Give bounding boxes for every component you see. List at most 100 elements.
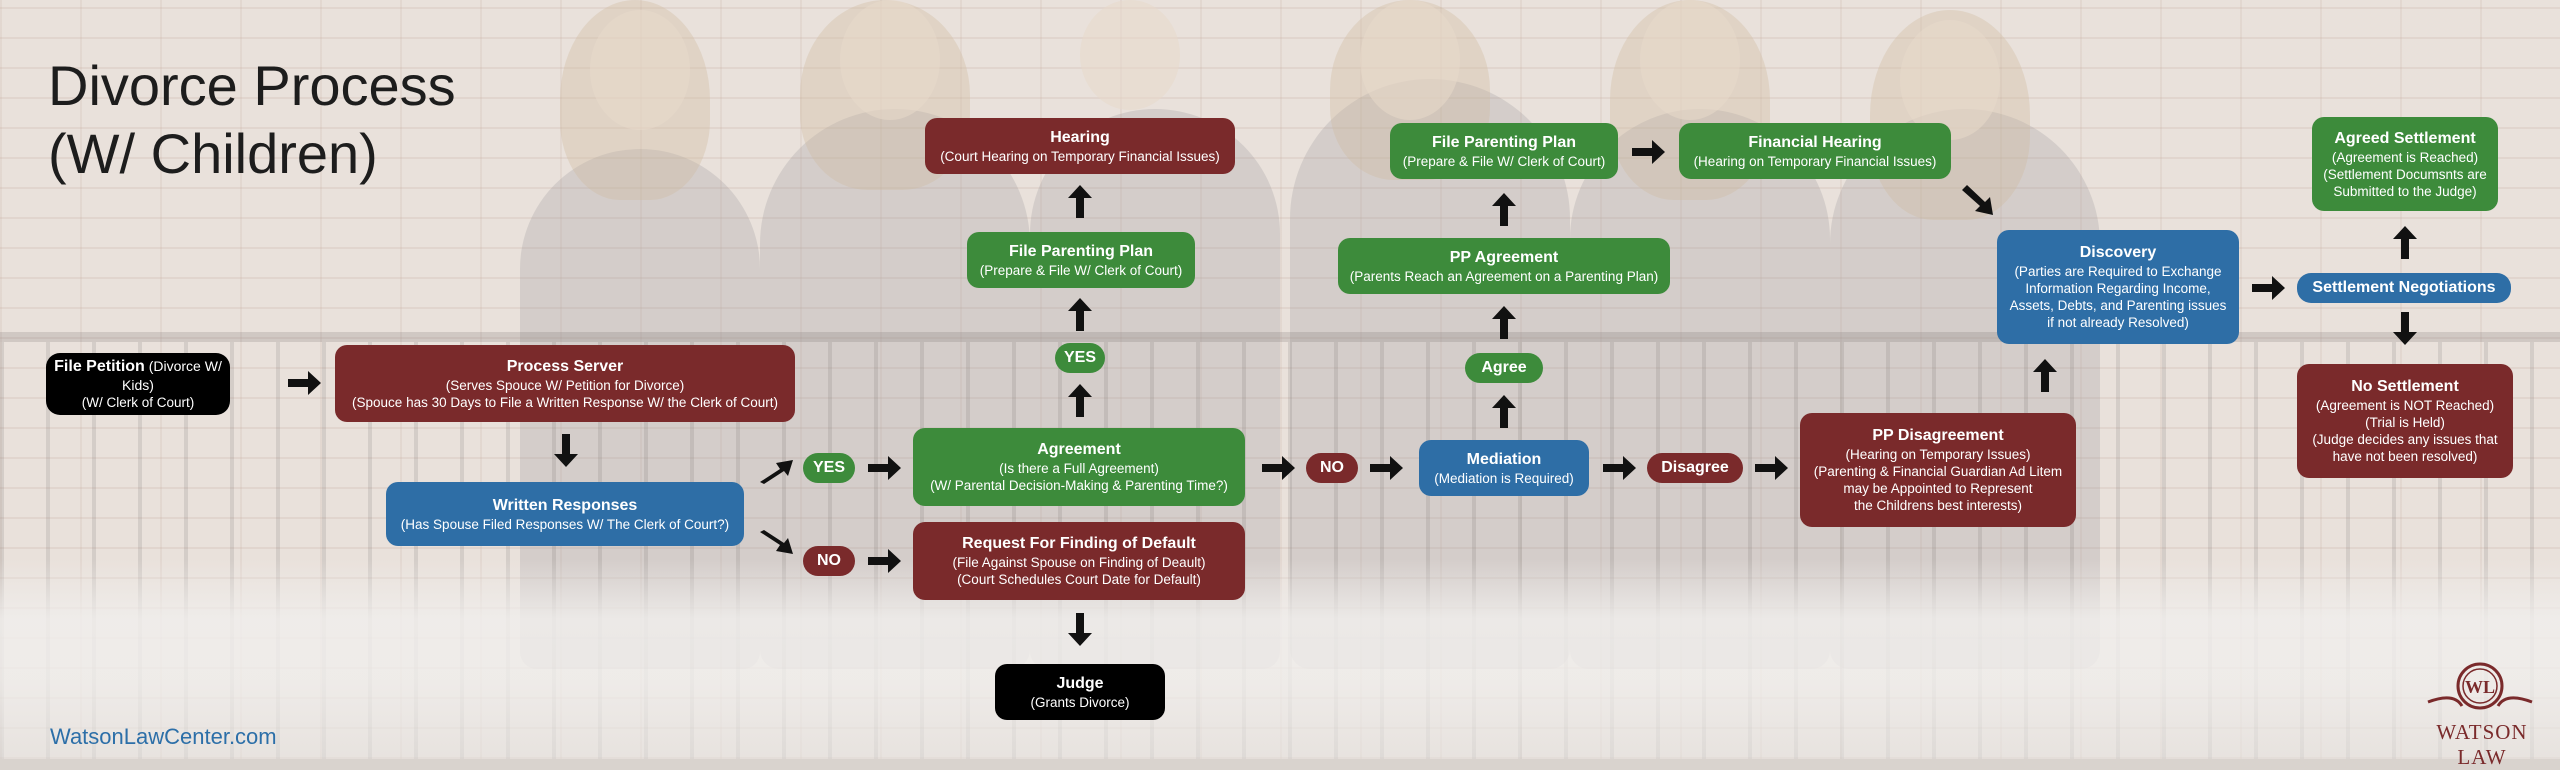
logo-wordmark: WATSON LAW — [2436, 720, 2528, 769]
financial-hearing-line: (Hearing on Temporary Financial Issues) — [1693, 153, 1937, 169]
arrow-down-right-icon — [1960, 184, 1996, 218]
financial-hearing-box: Financial Hearing (Hearing on Temporary … — [1679, 123, 1951, 179]
discovery-line: (Parties are Required to Exchange — [2014, 264, 2222, 279]
pp-agreement-line: (Parents Reach an Agreement on a Parenti… — [1349, 268, 1659, 284]
arrow-right-icon — [868, 455, 902, 481]
process-server-box: Process Server (Serves Spouce W/ Petitio… — [335, 345, 795, 422]
arrow-up-icon — [1067, 184, 1093, 218]
judge-box: Judge (Grants Divorce) — [995, 664, 1165, 720]
no-settlement-line: (Judge decides any issues that — [2312, 432, 2498, 447]
file-parenting-plan-line: (Prepare & File W/ Clerk of Court) — [1402, 153, 1606, 169]
file-parenting-plan-box: File Parenting Plan (Prepare & File W/ C… — [1390, 123, 1618, 179]
no-settlement-line: (Trial is Held) — [2365, 415, 2445, 430]
pp-disagreement-title: PP Disagreement — [1872, 427, 2004, 444]
no-settlement-line: have not been resolved) — [2332, 449, 2478, 464]
pp-disagreement-box: PP Disagreement (Hearing on Temporary Is… — [1800, 413, 2076, 527]
arrow-up-right-icon — [758, 456, 794, 486]
arrow-right-icon — [1262, 455, 1296, 481]
discovery-title: Discovery — [2079, 244, 2157, 261]
title-line-1: Divorce Process — [48, 54, 456, 117]
person-head — [1640, 0, 1740, 120]
file-petition-line: (W/ Clerk of Court) — [81, 395, 195, 410]
railing-top — [0, 332, 2560, 342]
no-pill: NO — [803, 546, 855, 576]
person-head — [840, 0, 940, 120]
arrow-right-icon — [1603, 455, 1637, 481]
agreement-line: (Is there a Full Agreement) — [999, 461, 1159, 476]
hearing-box: Hearing (Court Hearing on Temporary Fina… — [925, 118, 1235, 174]
file-parenting-plan-line: (Prepare & File W/ Clerk of Court) — [979, 262, 1183, 278]
settlement-negotiations-pill: Settlement Negotiations — [2297, 273, 2511, 303]
arrow-up-icon — [1491, 394, 1517, 428]
arrow-down-icon — [2392, 312, 2418, 346]
arrow-right-icon — [1755, 455, 1789, 481]
agreed-settlement-line: (Settlement Documsnts are — [2323, 166, 2487, 182]
discovery-line: Information Regarding Income, — [2025, 281, 2211, 296]
pp-agreement-box: PP Agreement (Parents Reach an Agreement… — [1338, 238, 1670, 294]
hearing-title: Hearing — [1050, 128, 1110, 146]
arrow-up-icon — [1067, 297, 1093, 331]
arrow-up-icon — [2032, 358, 2058, 392]
yes-pill: YES — [803, 453, 855, 483]
arrow-down-icon — [1067, 613, 1093, 647]
arrow-right-icon — [1370, 455, 1404, 481]
financial-hearing-title: Financial Hearing — [1748, 133, 1882, 151]
arrow-right-icon — [288, 370, 322, 396]
written-responses-line: (Has Spouse Filed Responses W/ The Clerk… — [400, 516, 730, 532]
agreed-settlement-title: Agreed Settlement — [2334, 129, 2476, 147]
discovery-line: Assets, Debts, and Parenting issues — [2009, 298, 2227, 313]
logo-monogram: WL — [2465, 677, 2495, 697]
pp-disagreement-line: (Hearing on Temporary Issues) — [1845, 447, 2031, 462]
no-settlement-line: (Agreement is NOT Reached) — [2315, 398, 2495, 413]
no-pill: NO — [1306, 453, 1358, 483]
agreed-settlement-line: (Agreement is Reached) — [2331, 149, 2479, 165]
default-request-title: Request For Finding of Default — [962, 535, 1196, 552]
arrow-up-icon — [1491, 305, 1517, 339]
file-petition-detail: (Divorce W/ Kids) — [122, 358, 222, 393]
file-parenting-plan-box: File Parenting Plan (Prepare & File W/ C… — [967, 232, 1195, 288]
yes-pill: YES — [1055, 343, 1105, 373]
judge-line: (Grants Divorce) — [1030, 694, 1130, 710]
file-petition-box: File Petition (Divorce W/ Kids) (W/ Cler… — [46, 353, 230, 415]
person-head — [590, 10, 690, 130]
written-responses-box: Written Responses (Has Spouse Filed Resp… — [386, 482, 744, 546]
default-request-line: (File Against Spouse on Finding of Deaul… — [952, 555, 1206, 570]
default-request-line: (Court Schedules Court Date for Default) — [957, 572, 1201, 587]
mediation-line: (Mediation is Required) — [1434, 470, 1574, 486]
arrow-right-icon — [868, 548, 902, 574]
page-title: Divorce Process (W/ Children) — [48, 52, 456, 188]
arrow-down-right-icon — [758, 528, 794, 558]
watson-law-logo: WL — [2410, 662, 2550, 754]
no-settlement-title: No Settlement — [2351, 378, 2459, 395]
file-parenting-plan-title: File Parenting Plan — [1008, 242, 1154, 260]
pp-disagreement-line: the Childrens best interests) — [1853, 498, 2023, 513]
no-settlement-box: No Settlement (Agreement is NOT Reached)… — [2297, 364, 2513, 478]
pp-agreement-title: PP Agreement — [1449, 248, 1559, 266]
file-petition-title: File Petition — [54, 358, 145, 375]
pp-disagreement-line: (Parenting & Financial Guardian Ad Litem — [1813, 464, 2063, 479]
discovery-box: Discovery (Parties are Required to Excha… — [1997, 230, 2239, 344]
judge-title: Judge — [1056, 674, 1104, 692]
discovery-line: if not already Resolved) — [2047, 315, 2189, 330]
person-head — [1900, 20, 2000, 140]
disagree-pill: Disagree — [1647, 453, 1743, 483]
process-server-line: (Spouce has 30 Days to File a Written Re… — [352, 394, 778, 410]
title-line-2: (W/ Children) — [48, 122, 378, 185]
process-server-line: (Serves Spouce W/ Petition for Divorce) — [445, 377, 685, 393]
process-server-title: Process Server — [506, 357, 624, 375]
arrow-right-icon — [2252, 275, 2286, 301]
website-link[interactable]: WatsonLawCenter.com — [50, 724, 277, 749]
agreed-settlement-line: Submitted to the Judge) — [2333, 183, 2477, 199]
arrow-up-icon — [1067, 383, 1093, 417]
bottom-fade — [0, 559, 2560, 759]
agree-pill: Agree — [1465, 353, 1543, 383]
mediation-box: Mediation (Mediation is Required) — [1419, 440, 1589, 496]
file-parenting-plan-title: File Parenting Plan — [1431, 133, 1577, 151]
default-request-box: Request For Finding of Default (File Aga… — [913, 522, 1245, 600]
arrow-up-icon — [1491, 192, 1517, 226]
written-responses-title: Written Responses — [492, 496, 638, 514]
agreement-box: Agreement (Is there a Full Agreement) (W… — [913, 428, 1245, 506]
person-head — [1360, 0, 1460, 120]
mediation-title: Mediation — [1466, 450, 1542, 468]
